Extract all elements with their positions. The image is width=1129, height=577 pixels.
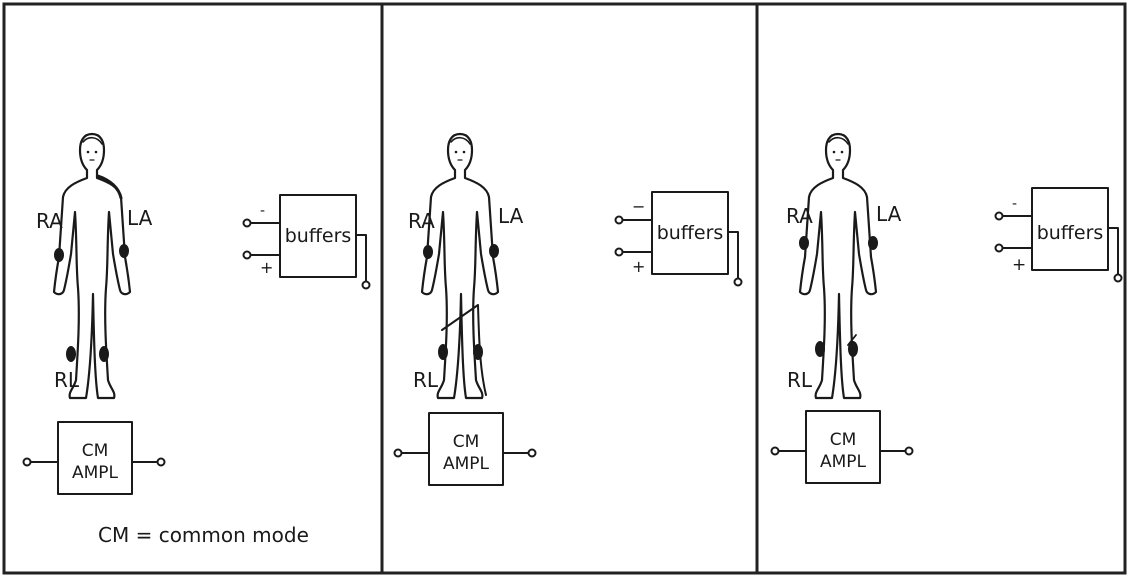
electrode-ll xyxy=(99,346,109,362)
buffers-minus-sign: - xyxy=(260,203,265,219)
buffers-block: buffers - + xyxy=(242,194,371,290)
cm-amplifier-block: CM AMPL xyxy=(393,412,537,486)
electrode-ra xyxy=(54,248,64,262)
label-rl: RL xyxy=(54,368,80,392)
label-ra: RA xyxy=(36,209,63,233)
buffers-block: buffers - + xyxy=(994,187,1123,283)
electrode-rl xyxy=(815,341,825,357)
buffers-minus-sign: − xyxy=(632,197,645,216)
buffers-label: buffers xyxy=(285,225,352,247)
cm-amp-line1: CM xyxy=(82,441,109,461)
buffers-block: buffers − + xyxy=(614,191,743,287)
label-la: LA xyxy=(127,206,153,230)
panel-1: RA LA RL buffers - + CM AMPL CM = common… xyxy=(22,132,371,547)
label-la: LA xyxy=(876,202,902,226)
electrode-rl xyxy=(438,344,448,360)
cm-amp-line2: AMPL xyxy=(72,463,119,483)
electrode-la xyxy=(119,244,129,258)
panel-2: RA LA RL buffers − + CM AMPL xyxy=(393,132,743,486)
label-ra: RA xyxy=(408,209,435,233)
electrode-ra xyxy=(799,236,809,250)
buffers-label: buffers xyxy=(1037,222,1104,244)
label-ra: RA xyxy=(786,204,813,228)
label-la: LA xyxy=(498,204,524,228)
electrode-la xyxy=(489,244,499,258)
body-figure xyxy=(798,132,878,400)
cm-amp-line2: AMPL xyxy=(820,452,867,472)
electrode-rl xyxy=(66,346,76,362)
panel-3: RA LA RL buffers - + CM AMPL xyxy=(770,132,1123,484)
buffers-plus-sign: + xyxy=(632,257,645,276)
label-rl: RL xyxy=(413,368,439,392)
electrode-ll xyxy=(473,344,483,360)
electrode-ra xyxy=(423,245,433,259)
cm-amp-line2: AMPL xyxy=(443,454,490,474)
electrode-la xyxy=(868,236,878,250)
buffers-plus-sign: + xyxy=(1012,255,1026,275)
label-rl: RL xyxy=(787,368,813,392)
body-figure xyxy=(52,132,132,400)
cm-definition-note: CM = common mode xyxy=(98,523,309,547)
buffers-label: buffers xyxy=(657,222,724,244)
cm-amp-line1: CM xyxy=(453,432,480,452)
electrode-ll xyxy=(848,341,858,357)
body-figure xyxy=(420,132,500,400)
lead-mark xyxy=(847,334,857,346)
buffers-minus-sign: - xyxy=(1012,196,1017,212)
cm-amp-line1: CM xyxy=(830,430,857,450)
cm-amplifier-block: CM AMPL xyxy=(22,421,166,495)
cm-amplifier-block: CM AMPL xyxy=(770,410,914,484)
buffers-plus-sign: + xyxy=(260,258,273,277)
